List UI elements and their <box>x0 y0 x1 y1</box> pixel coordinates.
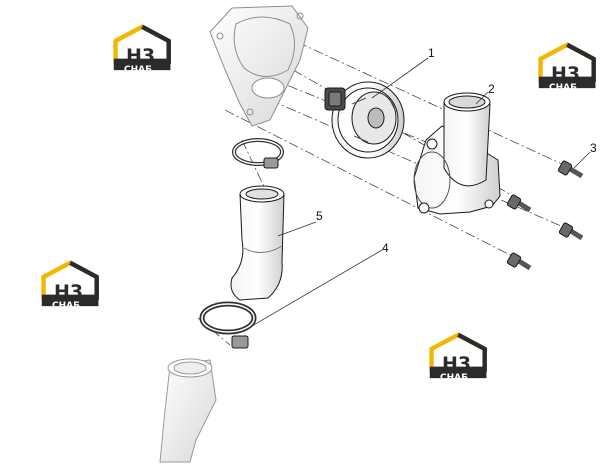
bolt-d <box>506 252 532 271</box>
callout-1: 1 <box>428 46 435 60</box>
watermark-logo-top-left: H3 СНАБ <box>114 27 171 75</box>
svg-text:H3: H3 <box>442 353 471 375</box>
watermark-logo-top-right: H3 СНАБ <box>539 45 596 93</box>
svg-text:H3: H3 <box>54 281 83 303</box>
svg-text:СНАБ: СНАБ <box>549 83 577 93</box>
callout-5: 5 <box>316 209 323 223</box>
svg-text:H3: H3 <box>126 45 155 67</box>
part-5-hose <box>230 185 285 301</box>
part-2-outlet-elbow <box>413 92 501 215</box>
part-4-lower-hose-clamp <box>199 301 257 349</box>
callout-4: 4 <box>382 241 389 255</box>
upper-hose-clamp <box>232 138 284 169</box>
callout-2: 2 <box>488 82 495 96</box>
ghost-inlet-pipe <box>159 358 217 463</box>
svg-text:СНАБ: СНАБ <box>440 373 468 383</box>
svg-text:СНАБ: СНАБ <box>52 301 80 311</box>
callout-3: 3 <box>590 141 597 155</box>
leader-lines <box>251 57 591 327</box>
bolt-a <box>557 160 584 179</box>
svg-text:СНАБ: СНАБ <box>124 65 152 75</box>
part-3-bolts <box>506 160 584 271</box>
part-1-thermostat <box>324 81 405 159</box>
bolt-c <box>558 222 584 241</box>
ghost-engine-housing <box>209 5 309 127</box>
bolt-b <box>506 194 532 213</box>
watermark-logo-middle-left: H3 СНАБ <box>42 263 99 311</box>
watermark-logo-bottom-right: H3 СНАБ <box>430 335 487 383</box>
svg-text:H3: H3 <box>551 63 580 85</box>
